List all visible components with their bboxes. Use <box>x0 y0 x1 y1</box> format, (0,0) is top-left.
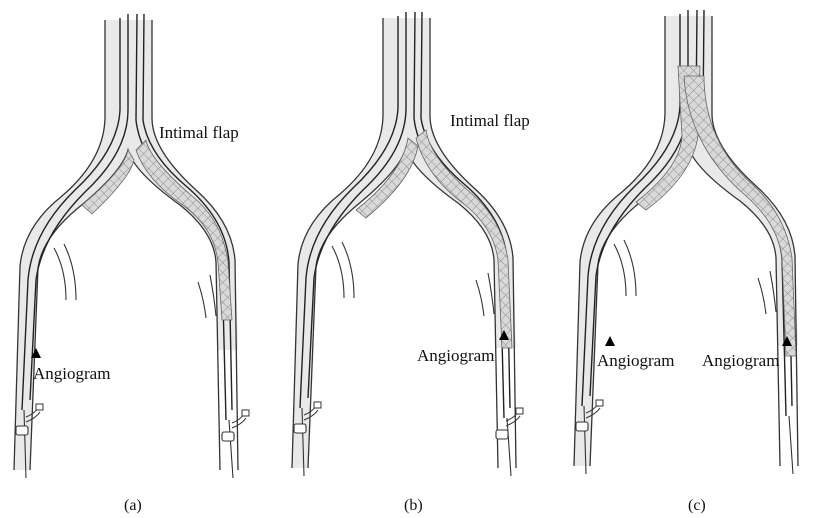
angiogram-marker-triangle <box>605 336 615 346</box>
panel-b: Angiogram Intimal flap (b) <box>292 12 530 514</box>
panel-caption: (b) <box>404 497 423 514</box>
panel-c: Angiogram Angiogram (c) <box>574 10 798 514</box>
angiogram-label-right: Angiogram <box>417 346 494 365</box>
intimal-flap-label: Intimal flap <box>450 111 530 130</box>
angiogram-label-right: Angiogram <box>702 351 779 370</box>
intimal-flap-label: Intimal flap <box>159 123 239 142</box>
angiogram-label-left: Angiogram <box>33 364 110 383</box>
panel-caption: (c) <box>688 497 706 514</box>
panel-caption: (a) <box>124 497 142 514</box>
angiogram-label-left: Angiogram <box>597 351 674 370</box>
panel-a: Angiogram Intimal flap (a) <box>14 14 249 514</box>
